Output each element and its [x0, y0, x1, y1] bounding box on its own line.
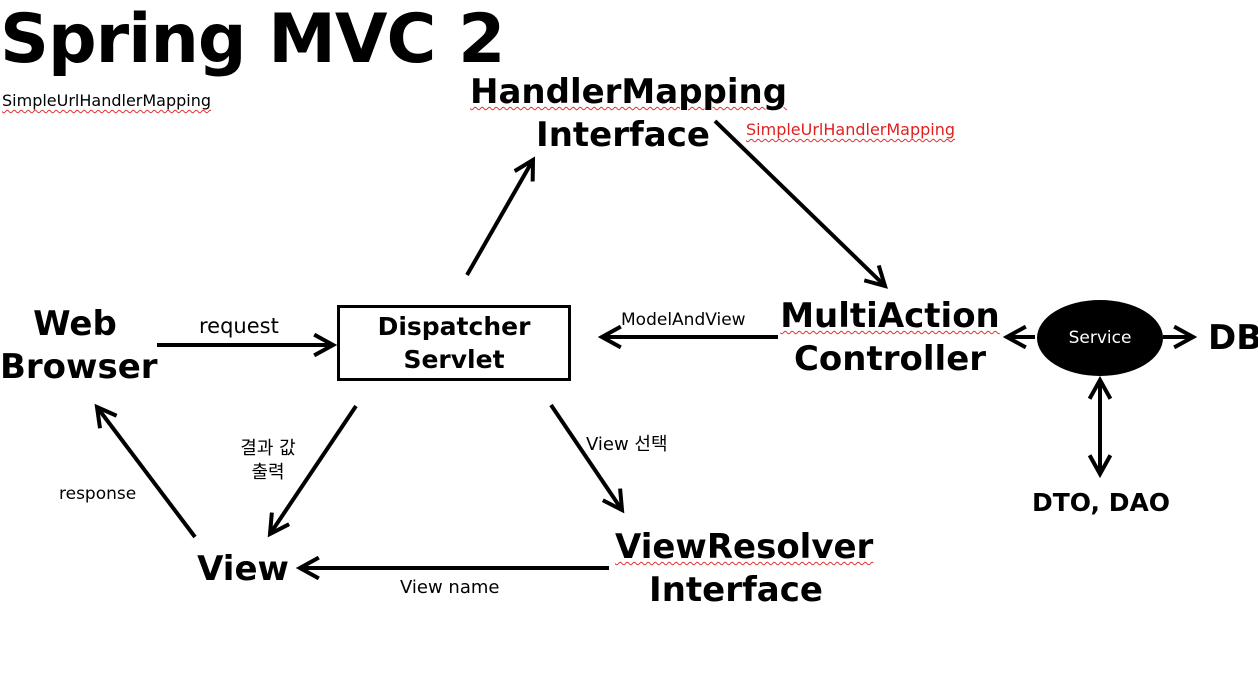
label-model-and-view: ModelAndView	[621, 310, 746, 330]
label-view-select: View 선택	[586, 434, 668, 455]
node-handler-mapping: HandlerMapping Interface	[470, 71, 788, 157]
arrow-view-to-browser	[97, 407, 197, 539]
controller-line1: MultiAction	[780, 296, 1000, 336]
controller-line2: Controller	[793, 339, 987, 379]
node-multiaction-controller: MultiAction Controller	[780, 295, 1000, 381]
label-request: request	[199, 314, 279, 338]
arrow-dispatcher-to-handlermapping	[465, 160, 533, 276]
node-view: View	[197, 549, 289, 589]
page-title: Spring MVC 2	[0, 0, 505, 79]
web-browser-line1: Web	[33, 304, 117, 344]
label-view-name: View name	[400, 577, 500, 598]
view-resolver-line2: Interface	[649, 570, 823, 610]
label-simple-url-handler-mapping: SimpleUrlHandlerMapping	[746, 120, 956, 139]
node-db: DB	[1208, 318, 1258, 358]
result-output-line1: 결과 값	[240, 438, 296, 459]
label-result-output: 결과 값 출력	[222, 437, 314, 485]
node-view-resolver: ViewResolver Interface	[615, 526, 874, 612]
result-output-line2: 출력	[251, 462, 285, 483]
node-dto-dao: DTO, DAO	[1032, 488, 1171, 517]
service-label: Service	[1068, 328, 1132, 348]
dispatcher-servlet-line2: Servlet	[403, 345, 505, 374]
node-service: Service	[1037, 300, 1163, 376]
arrow-dispatcher-to-viewresolver	[549, 403, 622, 510]
arrow-handlermapping-to-controller	[713, 119, 885, 286]
dispatcher-servlet-line1: Dispatcher	[377, 312, 531, 341]
handler-mapping-line2: Interface	[536, 115, 710, 155]
page-subtitle: SimpleUrlHandlerMapping	[2, 91, 212, 110]
arrow-dispatcher-to-view	[270, 404, 358, 534]
view-resolver-line1: ViewResolver	[615, 527, 874, 567]
node-web-browser: Web Browser	[0, 303, 158, 389]
web-browser-line2: Browser	[0, 347, 158, 387]
label-response: response	[59, 484, 137, 504]
node-dispatcher-servlet: Dispatcher Servlet	[337, 305, 571, 381]
handler-mapping-line1: HandlerMapping	[470, 72, 788, 112]
